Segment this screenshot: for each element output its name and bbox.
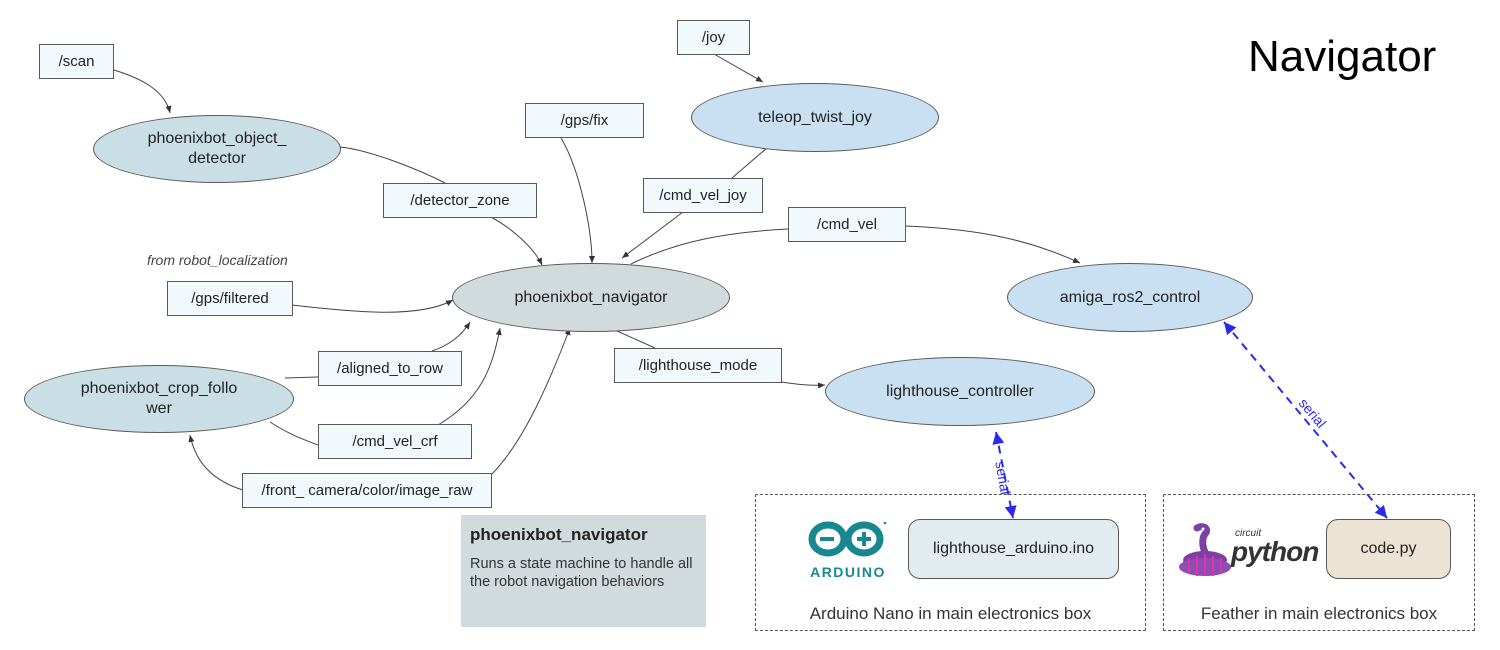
- node-label-line2: detector: [188, 150, 246, 167]
- node-lighthouse-controller[interactable]: lighthouse_controller: [825, 357, 1095, 426]
- edge-scan-detector: [113, 69, 172, 114]
- edge-camera-navigator: [491, 327, 571, 475]
- edge-navigator-lighthousemode: [616, 330, 656, 349]
- node-phoenixbot-object-detector[interactable]: phoenixbot_object_ detector: [93, 115, 341, 183]
- node-teleop-twist-joy[interactable]: teleop_twist_joy: [691, 83, 939, 152]
- file-lighthouse-arduino-ino[interactable]: lighthouse_arduino.ino: [908, 519, 1119, 579]
- circuitpython-logo-small-text: circuit: [1235, 528, 1262, 539]
- annotation-from-robot-localization: from robot_localization: [147, 252, 288, 268]
- circuitpython-logo-big-text: python: [1231, 536, 1319, 567]
- topic-aligned-to-row[interactable]: /aligned_to_row: [318, 351, 462, 386]
- serial-link-lighthouse: [992, 431, 1017, 519]
- edge-joy-teleop: [713, 53, 764, 83]
- edge-navigator-cmdvel: [630, 228, 789, 265]
- edge-teleop-cmdveljoy: [731, 146, 769, 179]
- edge-camera-follower: [188, 434, 244, 491]
- info-body: Runs a state machine to handle all the r…: [470, 556, 693, 590]
- info-heading: phoenixbot_navigator: [470, 525, 648, 544]
- edge-cmdveljoy-navigator: [621, 211, 684, 259]
- arduino-logo-text: ARDUINO: [810, 564, 886, 580]
- node-amiga-ros2-control[interactable]: amiga_ros2_control: [1007, 263, 1253, 332]
- edge-follower-cmdvelcrf: [269, 421, 319, 446]
- navigator-info-box: phoenixbot_navigator Runs a state machin…: [461, 515, 706, 627]
- topic-lighthouse-mode[interactable]: /lighthouse_mode: [614, 348, 782, 383]
- edge-gpsfiltered-navigator: [291, 299, 454, 313]
- edge-follower-aligned: [284, 376, 319, 379]
- arduino-logo-icon: ARDUINO: [806, 520, 890, 582]
- topic-joy[interactable]: /joy: [677, 20, 750, 55]
- edge-cmdvelcrf-navigator: [437, 327, 502, 426]
- node-label-line2: wer: [146, 400, 172, 417]
- topic-cmd-vel-crf[interactable]: /cmd_vel_crf: [318, 424, 472, 459]
- edge-aligned-navigator: [431, 321, 471, 352]
- topic-front-camera-image-raw[interactable]: /front_ camera/color/image_raw: [242, 473, 492, 508]
- edge-cmdvel-amiga: [904, 225, 1081, 264]
- circuitpython-logo-icon: circuit python: [1175, 522, 1320, 580]
- diagram-title: Navigator: [1248, 32, 1437, 81]
- topic-cmd-vel-joy[interactable]: /cmd_vel_joy: [643, 178, 763, 213]
- hardware-caption-feather: Feather in main electronics box: [1200, 604, 1438, 623]
- node-label-line1: phoenixbot_crop_follo: [80, 380, 238, 397]
- node-phoenixbot-navigator[interactable]: phoenixbot_navigator: [452, 263, 730, 332]
- hardware-box-feather: Feather in main electronics box: [1163, 494, 1475, 631]
- hardware-caption-arduino: Arduino Nano in main electronics box: [809, 604, 1092, 623]
- node-label-line1: phoenixbot_object_: [147, 130, 287, 147]
- topic-cmd-vel[interactable]: /cmd_vel: [788, 207, 906, 242]
- file-code-py[interactable]: code.py: [1326, 519, 1451, 579]
- serial-link-amiga: [1223, 321, 1388, 519]
- hardware-box-arduino: Arduino Nano in main electronics box: [755, 494, 1146, 631]
- edge-lighthousemode-controller: [780, 381, 826, 389]
- edge-gpsfix-navigator: [560, 137, 595, 264]
- edge-detector-zone: [339, 146, 446, 184]
- node-phoenixbot-crop-follower[interactable]: phoenixbot_crop_follo wer: [24, 365, 294, 433]
- edge-zone-navigator: [490, 216, 543, 266]
- topic-gps-filtered[interactable]: /gps/filtered: [167, 281, 293, 316]
- topic-scan[interactable]: /scan: [39, 44, 114, 79]
- topic-gps-fix[interactable]: /gps/fix: [525, 103, 644, 138]
- topic-detector-zone[interactable]: /detector_zone: [383, 183, 537, 218]
